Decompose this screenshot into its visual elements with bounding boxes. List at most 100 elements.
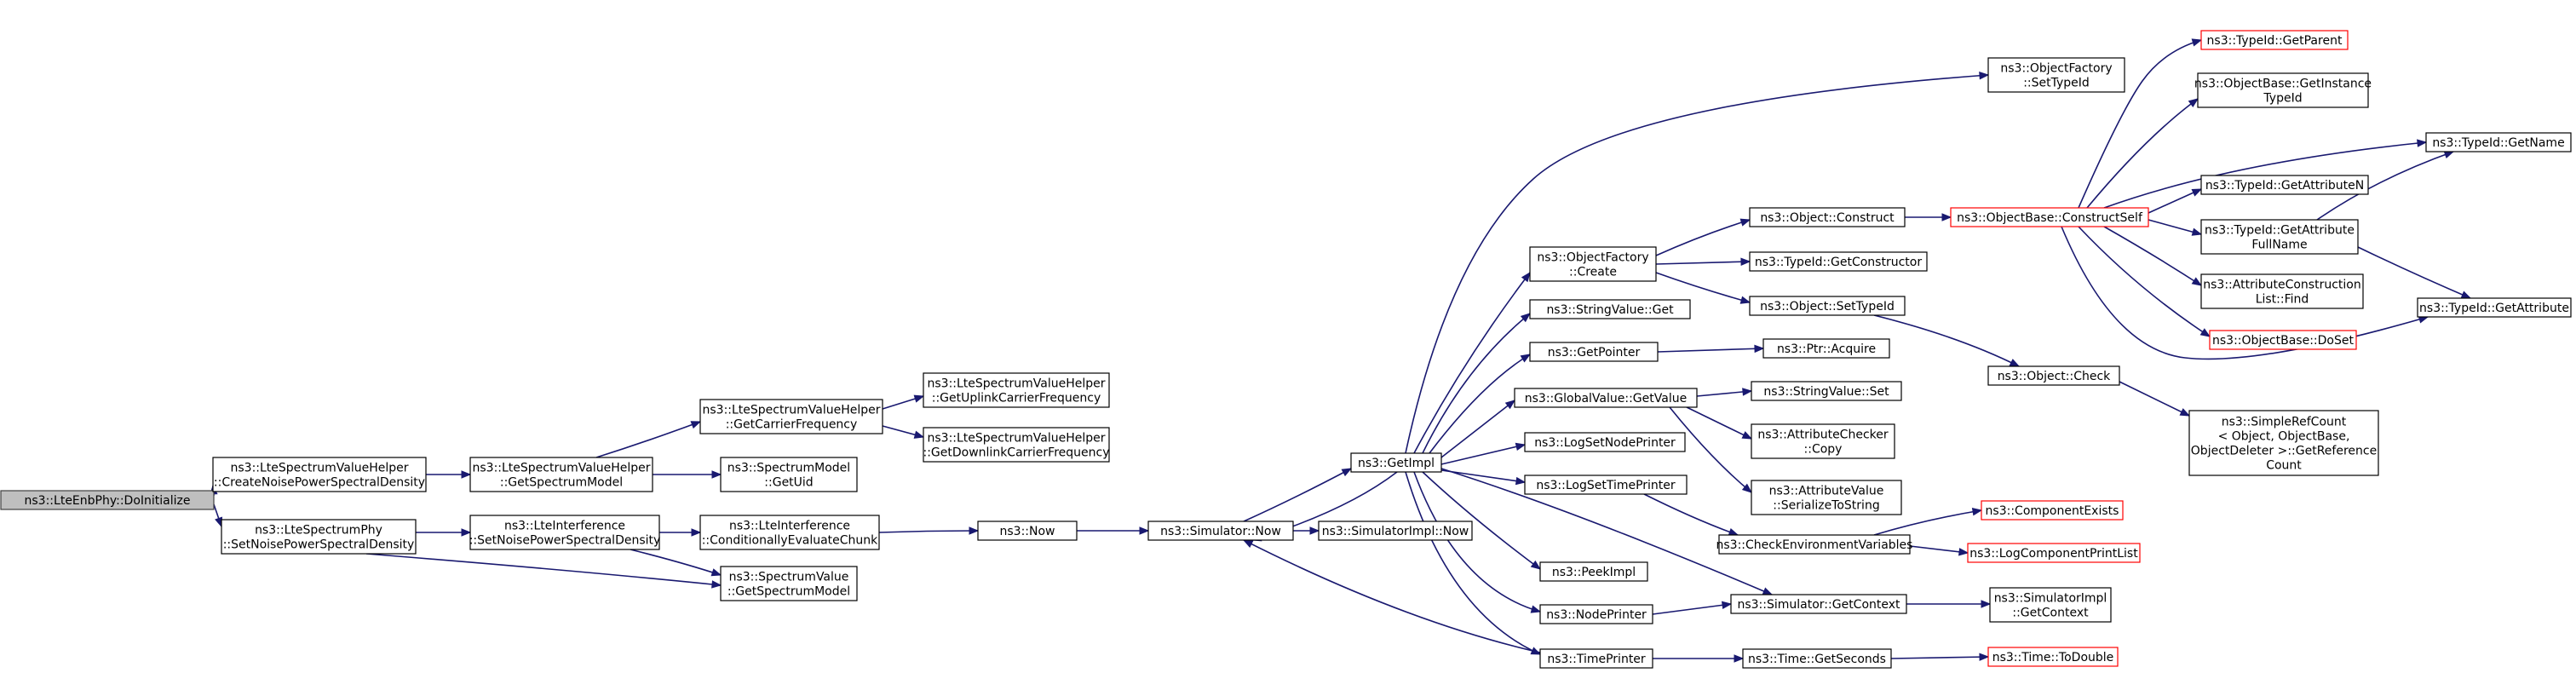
edge-n16-n27	[1655, 272, 1751, 303]
graph-node-n26[interactable]: ns3::TypeId::GetConstructor	[1749, 251, 1928, 272]
node-label: ns3::SimulatorImpl::Now	[1322, 525, 1469, 538]
node-label: ns3::TypeId::GetAttributeN	[2205, 179, 2364, 193]
edge-n35-n44-arrowhead	[2191, 227, 2203, 236]
edge-n14-n21-arrowhead	[1515, 476, 1527, 486]
node-box	[923, 427, 1110, 463]
graph-node-n11[interactable]: ns3::Now	[977, 521, 1078, 541]
node-label: < Object, ObjectBase,	[2218, 430, 2350, 444]
graph-node-n13[interactable]: ns3::SimulatorImpl::Now	[1318, 521, 1473, 541]
node-label: ns3::LogSetTimePrinter	[1536, 479, 1676, 492]
graph-node-n31[interactable]: ns3::AttributeValue::SerializeToString	[1751, 480, 1902, 515]
graph-node-n36[interactable]: ns3::Object::Check	[1987, 365, 2120, 386]
graph-node-n23[interactable]: ns3::NodePrinter	[1539, 604, 1653, 624]
graph-node-n46[interactable]: ns3::ObjectBase::DoSet	[2209, 330, 2357, 350]
graph-node-n37[interactable]: ns3::ComponentExists	[1981, 500, 2124, 521]
graph-node-n12[interactable]: ns3::Simulator::Now	[1147, 521, 1294, 541]
graph-node-n39[interactable]: ns3::SimulatorImpl::GetContext	[1989, 587, 2112, 623]
node-label: ns3::Object::Check	[1998, 370, 2111, 383]
node-box	[469, 515, 660, 550]
edge-n21-n32-arrowhead	[1728, 527, 1739, 536]
graph-node-n34[interactable]: ns3::Time::GetSeconds	[1742, 648, 1892, 669]
node-label: Count	[2266, 459, 2302, 473]
node-box	[212, 457, 427, 492]
edge-n16-n26	[1655, 261, 1751, 265]
graph-node-n49[interactable]: ns3::TypeId::GetAttribute	[2417, 297, 2572, 318]
edge-n44-n49-arrowhead	[2460, 290, 2472, 299]
graph-node-n32[interactable]: ns3::CheckEnvironmentVariables	[1716, 534, 1913, 555]
edge-n16-n25-arrowhead	[1739, 218, 1751, 227]
edge-n24-n34-arrowhead	[1734, 654, 1745, 663]
edge-n14-n18-arrowhead	[1520, 354, 1532, 363]
edge-n3-n6	[595, 421, 701, 458]
node-box	[1524, 475, 1688, 495]
edge-n35-n42-arrowhead	[2188, 98, 2199, 108]
graph-node-n33[interactable]: ns3::Simulator::GetContext	[1730, 594, 1907, 614]
graph-node-n17[interactable]: ns3::StringValue::Get	[1529, 299, 1691, 319]
graph-node-n21[interactable]: ns3::LogSetTimePrinter	[1524, 475, 1688, 495]
edge-n14-n20	[1440, 444, 1526, 465]
graph-node-n22[interactable]: ns3::PeekImpl	[1539, 561, 1648, 582]
graph-node-n29[interactable]: ns3::StringValue::Set	[1751, 381, 1902, 401]
edge-n23-n33-arrowhead	[1721, 601, 1733, 610]
graph-node-n3[interactable]: ns3::LteSpectrumValueHelper::GetSpectrum…	[469, 457, 653, 492]
node-box	[720, 457, 858, 492]
graph-node-n30[interactable]: ns3::AttributeChecker::Copy	[1751, 423, 1895, 459]
graph-node-n35[interactable]: ns3::ObjectBase::ConstructSelf	[1950, 207, 2149, 227]
edge-n4-n5-arrowhead	[710, 568, 722, 577]
edge-n32-n38-arrowhead	[1958, 548, 1969, 556]
graph-node-n16[interactable]: ns3::ObjectFactory::Create	[1529, 246, 1657, 282]
graph-node-n43[interactable]: ns3::TypeId::GetAttributeN	[2200, 175, 2369, 195]
graph-node-n10[interactable]: ns3::LteSpectrumValueHelper::GetDownlink…	[923, 427, 1110, 463]
node-label: ns3::ObjectBase::DoSet	[2212, 334, 2354, 348]
edge-n4-n5	[630, 549, 722, 576]
node-label: ns3::ObjectBase::ConstructSelf	[1957, 211, 2143, 225]
node-label: ns3::StringValue::Get	[1546, 303, 1674, 317]
graph-node-n4[interactable]: ns3::LteInterference::SetNoisePowerSpect…	[469, 515, 661, 550]
node-box	[2209, 330, 2357, 350]
graph-node-n9[interactable]: ns3::LteSpectrumValueHelper::GetUplinkCa…	[923, 372, 1110, 408]
graph-node-n28[interactable]: ns3::Ptr::Acquire	[1762, 338, 1890, 359]
graph-node-n0[interactable]: ns3::LteEnbPhy::DoInitialize	[0, 490, 215, 510]
graph-node-n8[interactable]: ns3::LteInterference::ConditionallyEvalu…	[699, 515, 880, 550]
graph-node-n24[interactable]: ns3::TimePrinter	[1539, 648, 1653, 669]
graph-node-n14[interactable]: ns3::GetImpl	[1350, 452, 1442, 473]
node-label: ns3::TypeId::GetConstructor	[1755, 256, 1922, 269]
edge-n35-n43	[2148, 188, 2202, 214]
graph-node-n1[interactable]: ns3::LteSpectrumValueHelper::CreateNoise…	[212, 457, 427, 492]
graph-node-n6[interactable]: ns3::LteSpectrumValueHelper::GetCarrierF…	[699, 399, 883, 434]
graph-node-n41[interactable]: ns3::TypeId::GetParent	[2200, 30, 2349, 50]
graph-node-n7[interactable]: ns3::SpectrumModel::GetUid	[720, 457, 858, 492]
graph-node-n2[interactable]: ns3::LteSpectrumPhy::SetNoisePowerSpectr…	[221, 519, 417, 555]
graph-node-n20[interactable]: ns3::LogSetNodePrinter	[1524, 432, 1686, 452]
node-box	[2197, 72, 2369, 108]
graph-node-n47[interactable]: ns3::SimpleRefCount< Object, ObjectBase,…	[2188, 410, 2379, 476]
edge-n24-n12-arrowhead	[1242, 539, 1254, 548]
node-box	[1730, 594, 1907, 614]
node-label: ns3::LteSpectrumPhy	[255, 524, 382, 538]
edge-n6-n10-arrowhead	[913, 430, 925, 439]
graph-node-n40[interactable]: ns3::Time::ToDouble	[1987, 647, 2119, 667]
node-box	[1318, 521, 1473, 541]
graph-node-n19[interactable]: ns3::GlobalValue::GetValue	[1514, 388, 1698, 408]
graph-node-n25[interactable]: ns3::Object::Construct	[1749, 207, 1906, 227]
edge-n16-n26-arrowhead	[1740, 257, 1751, 267]
graph-node-n48[interactable]: ns3::TypeId::GetName	[2425, 132, 2572, 152]
node-box	[1981, 500, 2124, 521]
graph-node-n38[interactable]: ns3::LogComponentPrintList	[1967, 543, 2141, 563]
edge-n35-n45-arrowhead	[2191, 277, 2203, 286]
node-box	[1742, 648, 1892, 669]
graph-node-n5[interactable]: ns3::SpectrumValue::GetSpectrumModel	[720, 566, 858, 601]
node-label: ns3::Simulator::Now	[1160, 525, 1281, 538]
graph-node-n18[interactable]: ns3::GetPointer	[1529, 342, 1659, 362]
node-label: ::GetCarrierFrequency	[726, 418, 858, 432]
graph-node-n27[interactable]: ns3::Object::SetTypeId	[1749, 296, 1906, 316]
graph-node-n15[interactable]: ns3::ObjectFactory::SetTypeId	[1987, 57, 2125, 93]
edge-n11-n12-arrowhead	[1139, 526, 1150, 535]
edge-n35-n46	[2078, 226, 2211, 337]
node-box	[2200, 273, 2364, 309]
node-box	[699, 515, 880, 550]
node-label: ns3::SimulatorImpl	[1994, 592, 2107, 606]
